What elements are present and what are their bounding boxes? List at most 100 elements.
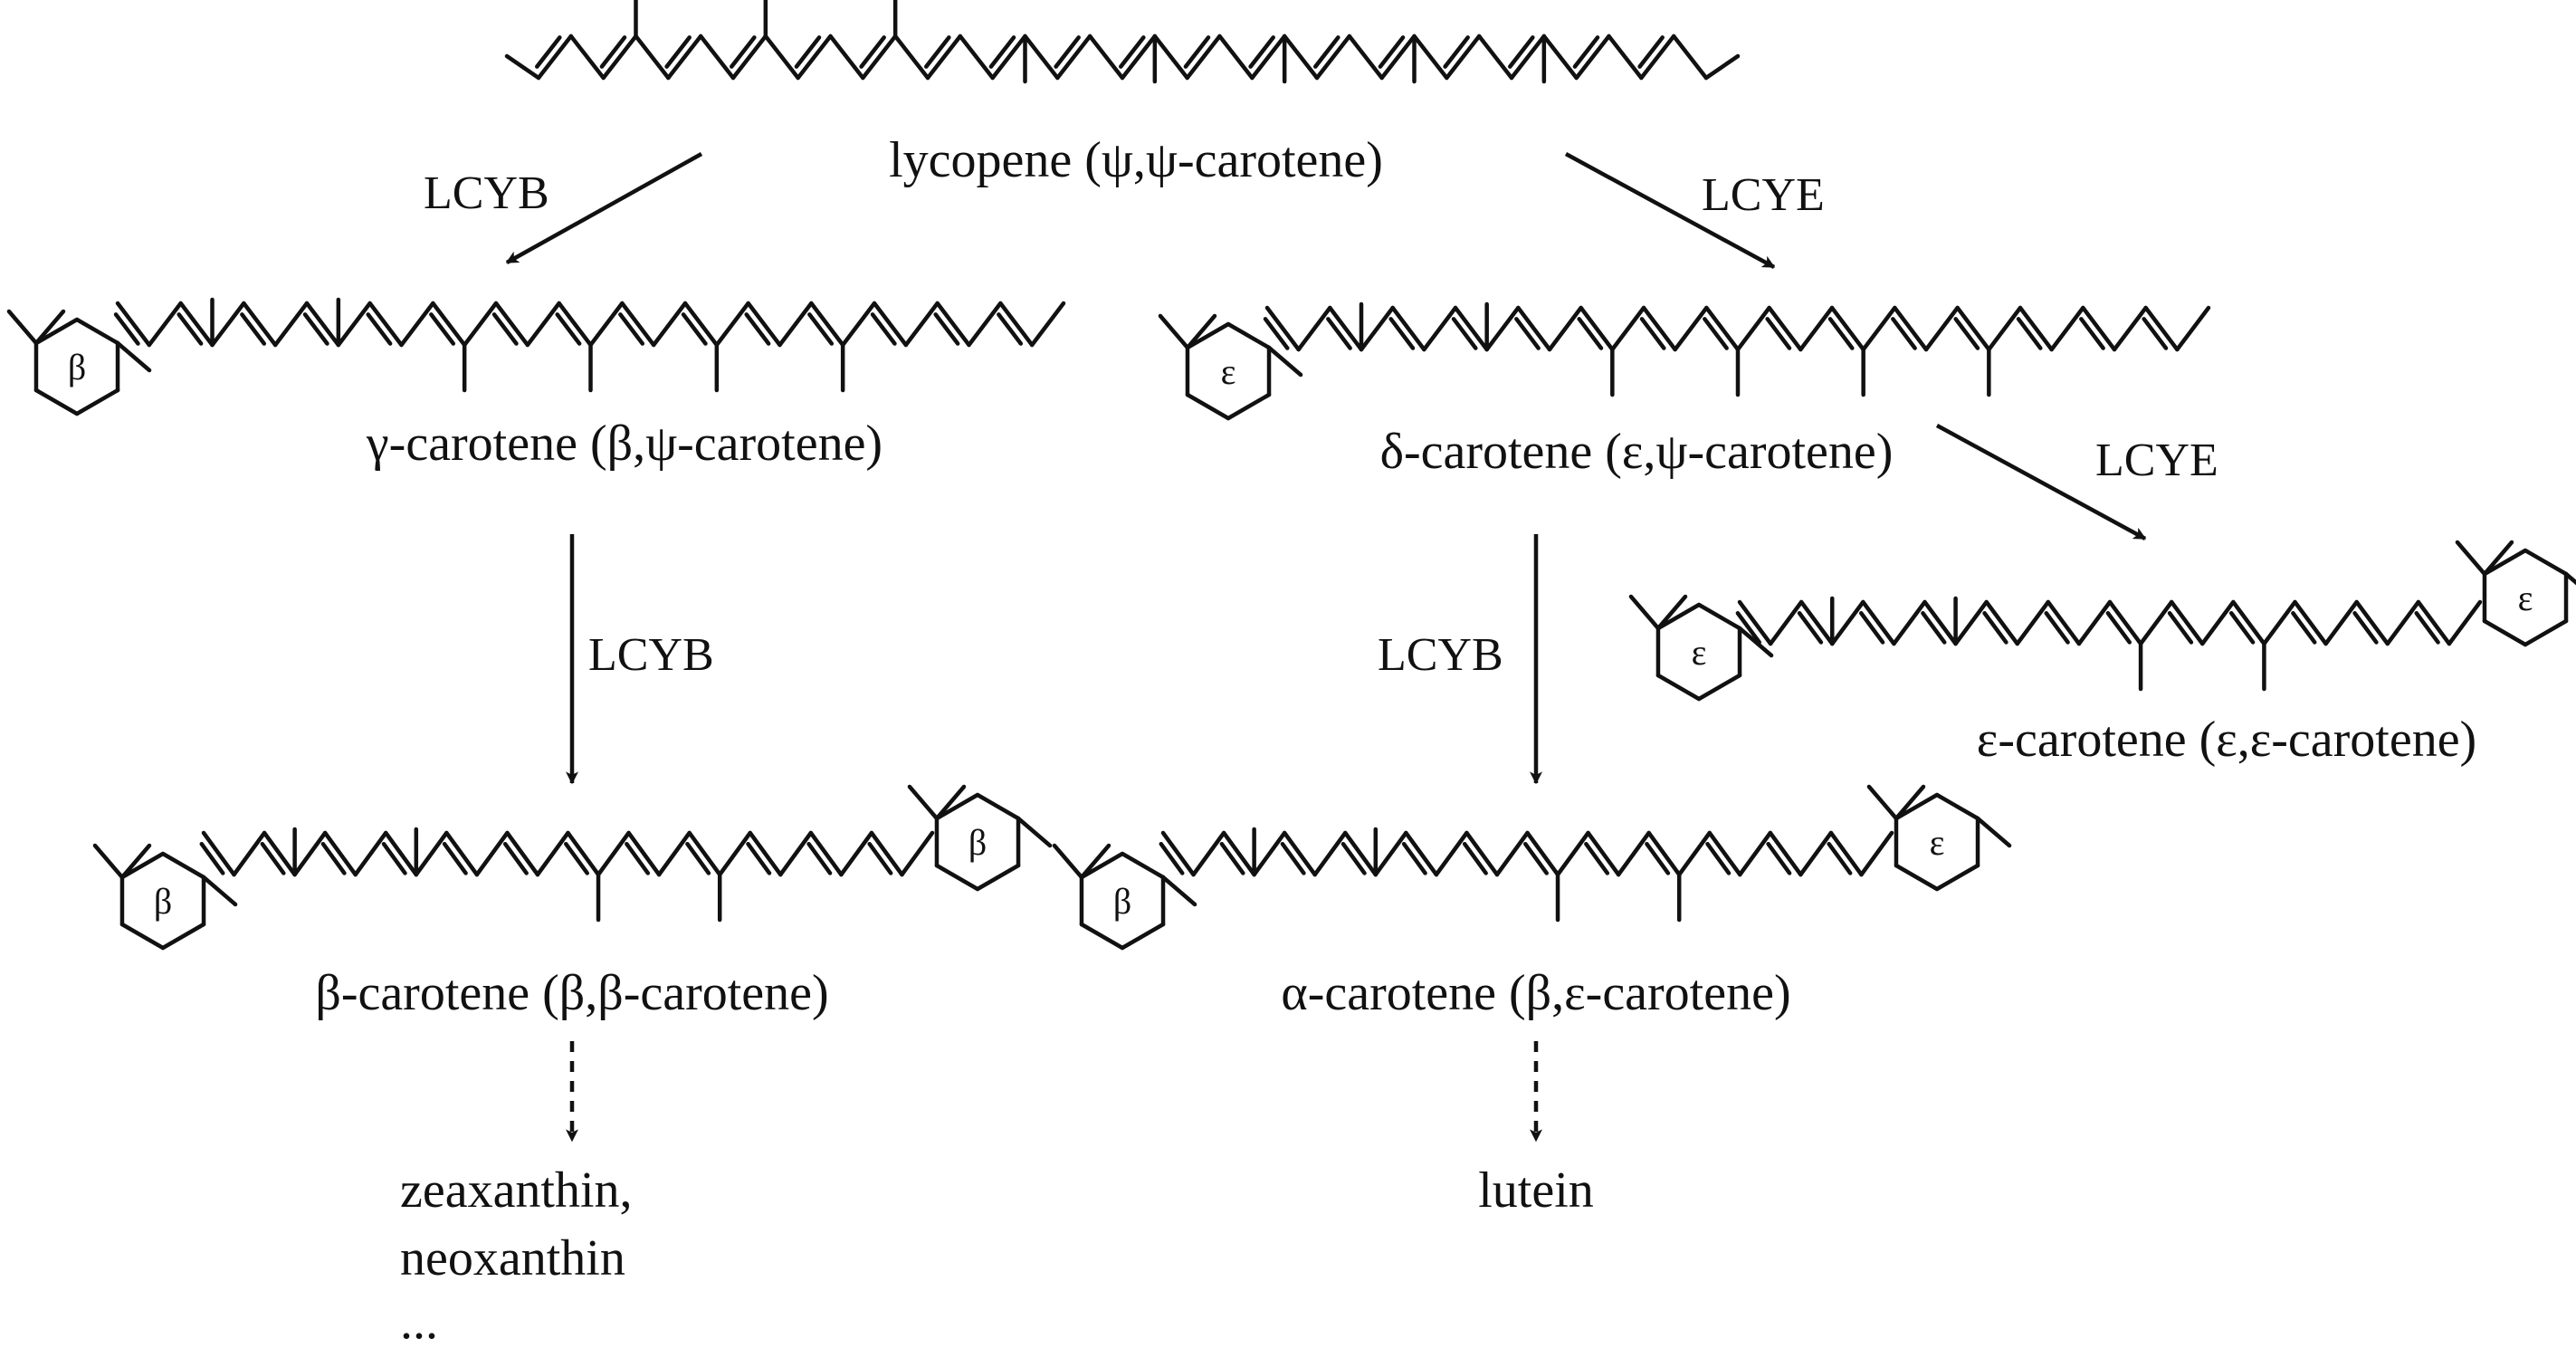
chain-bond xyxy=(1923,305,1960,352)
ring-bond xyxy=(1934,792,1980,821)
double-bond xyxy=(1340,841,1367,875)
chain-bond xyxy=(1616,830,1651,877)
chain-bond xyxy=(292,830,328,877)
lycopene-label: lycopene (ψ,ψ-carotene) xyxy=(889,132,1383,188)
chain-bond xyxy=(1453,305,1489,352)
ring-bond xyxy=(160,851,206,880)
double-bond xyxy=(1982,611,2008,645)
epsilon-carotene-label: ε-carotene (ε,ε-carotene) xyxy=(1977,712,2476,768)
chain-bond xyxy=(1953,599,1989,646)
chain-bond xyxy=(384,830,419,877)
chain-bond xyxy=(1707,830,1742,877)
enzyme-label-lcye-1: LCYE xyxy=(1702,169,1825,221)
chain-bond xyxy=(935,301,971,348)
chain-bond xyxy=(2015,599,2051,646)
alpha-carotene-structure: βε xyxy=(1052,784,2012,951)
double-bond xyxy=(199,841,225,875)
chain-bond xyxy=(1859,830,1894,877)
double-bond xyxy=(535,35,562,69)
chain-bond xyxy=(1023,33,1060,81)
double-bond xyxy=(1705,841,1732,875)
chain-bond xyxy=(687,830,722,877)
chain-bond xyxy=(1768,830,1803,877)
chain-bond xyxy=(1704,305,1741,352)
double-bond xyxy=(685,841,711,875)
chain-bond xyxy=(1830,599,1865,646)
enzyme-label-lcyb-2: LCYB xyxy=(588,629,714,681)
chain-bond xyxy=(2262,599,2297,646)
chain-bond xyxy=(998,301,1035,348)
ring-bond xyxy=(33,387,80,416)
ring-bond xyxy=(1120,851,1166,880)
chain-bond xyxy=(1221,830,1256,877)
chain-bond xyxy=(2200,599,2236,646)
methyl-bond xyxy=(6,309,39,346)
chain-bond xyxy=(1465,830,1500,877)
chain-bond xyxy=(2112,305,2148,352)
double-bond xyxy=(381,841,407,875)
chain-bond xyxy=(1525,830,1560,877)
lutein-label: lutein xyxy=(1478,1162,1594,1219)
chain-bond xyxy=(336,301,372,348)
chain-bond xyxy=(796,33,833,81)
ring-bond xyxy=(160,922,206,951)
chain-bond xyxy=(1264,305,1301,352)
chain-bond xyxy=(505,830,540,877)
chain-bond xyxy=(536,33,574,81)
chain-bond xyxy=(1191,830,1226,877)
chain-bond xyxy=(1555,830,1590,877)
methyl-bond xyxy=(2455,540,2487,577)
ring-bond xyxy=(1894,792,1940,821)
methyl-bond xyxy=(1016,816,1053,848)
chain-bond xyxy=(990,33,1027,81)
chain-bond xyxy=(1641,305,1677,352)
double-bond xyxy=(664,35,692,69)
double-bond xyxy=(806,841,833,875)
chain-bond xyxy=(763,33,800,81)
chain-bond xyxy=(1984,599,2019,646)
chain-bond xyxy=(967,301,1003,348)
chain-bond xyxy=(1673,305,1709,352)
chain-bond xyxy=(925,33,963,81)
ring-bond xyxy=(1120,922,1166,951)
chain-bond xyxy=(1768,599,1804,646)
double-bond xyxy=(599,35,627,69)
double-bond xyxy=(1263,317,1290,350)
chain-bond xyxy=(2354,599,2390,646)
chain-bond xyxy=(634,33,671,81)
chain-bond xyxy=(892,33,930,81)
double-bond xyxy=(302,312,329,346)
double-bond xyxy=(366,312,393,346)
double-bond xyxy=(1891,317,1917,350)
double-bond xyxy=(1443,35,1470,69)
chain-bond xyxy=(1185,33,1222,81)
chain-bond xyxy=(493,301,530,348)
methyl-bond xyxy=(2482,540,2514,577)
methyl-bond xyxy=(1703,53,1741,81)
double-bond xyxy=(502,841,529,875)
chain-bond xyxy=(1861,305,1897,352)
chain-bond xyxy=(462,301,499,348)
delta-carotene-label: δ-carotene (ε,ψ-carotene) xyxy=(1380,424,1894,480)
chain-bond xyxy=(1509,33,1547,81)
chain-bond xyxy=(568,33,606,81)
chain-bond xyxy=(746,301,782,348)
double-bond xyxy=(1054,35,1081,69)
epsilon-ring-label: ε xyxy=(1692,632,1707,673)
methyl-bond xyxy=(2563,571,2576,586)
methyl-bond xyxy=(1894,784,1926,821)
chain-bond xyxy=(353,830,388,877)
methyl-bond xyxy=(1737,626,1774,658)
beta-carotene-label: β-carotene (β,β-carotene) xyxy=(315,965,828,1021)
chain-bond xyxy=(178,301,215,348)
double-bond xyxy=(924,35,951,69)
chain-bond xyxy=(1892,599,1927,646)
ring-bond xyxy=(1655,673,1702,702)
double-bond xyxy=(1388,317,1416,350)
gamma-carotene-structure: β xyxy=(6,297,1066,416)
ring-bond xyxy=(2482,618,2528,647)
chain-bond xyxy=(474,830,510,877)
double-bond xyxy=(1584,841,1610,875)
beta-ring-label: β xyxy=(68,347,86,387)
chain-bond xyxy=(525,301,561,348)
